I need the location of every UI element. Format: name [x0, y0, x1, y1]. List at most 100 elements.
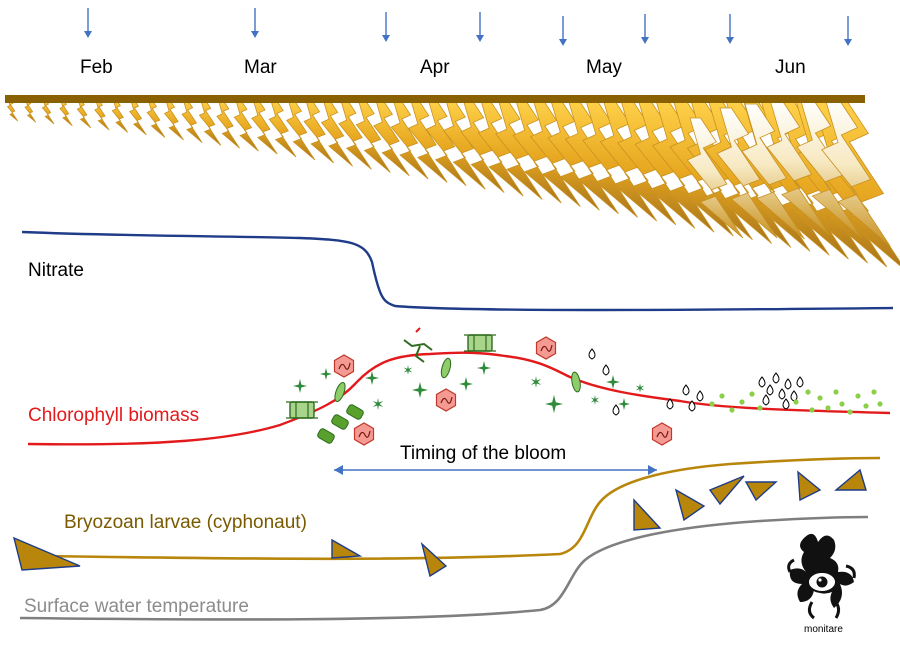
bryozoan-zooid: [320, 98, 353, 167]
picoplankton-dot: [871, 389, 877, 395]
bryozoan-zooid: [355, 98, 391, 173]
dinoflagellate-icon: [435, 388, 457, 412]
nitrate-curve: [21, 230, 894, 312]
surface-bar: [5, 95, 865, 103]
sample-arrow-icon: [726, 14, 734, 44]
coccolith-cell-icon: [784, 378, 792, 390]
cyphonaut-larva-icon: [12, 536, 81, 571]
plankton-star-icon: [372, 398, 384, 410]
nitrate-label: Nitrate: [28, 260, 84, 281]
coccolith-cell-icon: [782, 398, 790, 410]
bryozoan-label: Bryozoan larvae (cyphonaut): [64, 512, 307, 533]
bryozoan-zooid: [547, 98, 600, 211]
plankton-star-icon: [320, 368, 332, 380]
picoplankton-dot: [855, 393, 861, 399]
plankton-star-icon: [293, 379, 307, 393]
bryozoan-zooid: [460, 98, 505, 193]
cyphonaut-larva-icon: [420, 541, 448, 578]
picoplankton-dot: [833, 389, 839, 395]
bryozoan-zooid: [111, 98, 129, 133]
plankton-star-icon: [530, 376, 542, 388]
picoplankton-dot: [805, 389, 811, 395]
logo-text: monitare: [804, 624, 843, 635]
coccolith-cell-icon: [762, 394, 770, 406]
coccolith-cell-icon: [612, 404, 620, 416]
coccolith-cell-icon: [796, 376, 804, 388]
dinoflagellate-icon: [535, 336, 557, 360]
month-label: Jun: [775, 57, 806, 78]
bryozoan-zooid: [233, 98, 259, 152]
bryozoan-colony: [6, 97, 900, 268]
bryozoan-zooid: [41, 98, 55, 125]
bryozoan-zooid: [129, 98, 147, 136]
picoplankton-dot: [709, 401, 715, 407]
bryozoan-zooid: [338, 98, 372, 170]
sample-arrow-icon: [641, 14, 649, 44]
month-label: Mar: [244, 57, 277, 78]
dinoflagellate-icon: [651, 422, 673, 446]
bryozoan-zooid: [146, 98, 166, 138]
picoplankton-dot: [817, 395, 823, 401]
phytoplankton-cell-icon: [334, 382, 346, 402]
plankton-star-icon: [606, 375, 620, 389]
picoplankton-dot: [847, 409, 853, 415]
phytoplankton-cell-icon: [346, 404, 364, 420]
coccolith-cell-icon: [666, 398, 674, 410]
sample-arrow-icon: [559, 16, 567, 46]
diatom-icon: [464, 334, 496, 352]
phytoplankton-cell-icon: [331, 414, 349, 430]
chlorophyll-label: Chlorophyll biomass: [28, 405, 200, 426]
coccolith-cell-icon: [682, 384, 690, 396]
bryozoan-zooid: [390, 98, 429, 180]
bryozoan-zooid: [286, 98, 316, 161]
bryozoan-zooid: [766, 99, 830, 236]
picoplankton-dot: [825, 405, 831, 411]
cyphonaut-larva-icon: [674, 488, 706, 522]
bryozoan-zooid: [59, 98, 73, 127]
bryozoan-zooid: [529, 98, 581, 207]
diatom-icon: [403, 327, 433, 363]
bryozoan-zooid: [163, 98, 184, 141]
temperature-curve: [19, 515, 869, 621]
plankton-star-icon: [590, 395, 600, 405]
bryozoan-zooid: [303, 98, 335, 164]
cyphonaut-larva-icon: [744, 481, 778, 502]
bryozoan-zooid: [373, 98, 410, 177]
coccolith-cell-icon: [602, 364, 610, 376]
plankton-star-icon: [365, 371, 379, 385]
bryozoan-zooid: [251, 98, 278, 155]
bryozoan-zooid: [495, 98, 543, 200]
bryozoan-zooid: [94, 98, 110, 131]
bryozoan-zooid: [741, 103, 805, 240]
month-label: Feb: [80, 57, 113, 78]
plankton-star-icon: [412, 382, 428, 398]
cyphonaut-larva-icon: [331, 538, 363, 559]
plankton-star-icon: [403, 365, 413, 375]
monitare-logo-icon: [787, 533, 856, 620]
bryozoan-zooid: [268, 98, 297, 158]
dinoflagellate-icon: [353, 422, 375, 446]
picoplankton-dot: [863, 403, 869, 409]
picoplankton-dot: [809, 407, 815, 413]
bryozoan-zooid: [716, 107, 778, 239]
chlorophyll-curve: [27, 351, 891, 446]
bryozoan-zooid: [442, 98, 486, 190]
picoplankton-dot: [839, 401, 845, 407]
bloom-timing-label: Timing of the bloom: [400, 443, 567, 464]
picoplankton-dot: [729, 407, 735, 413]
sampling-arrows: [84, 8, 852, 46]
dinoflagellate-icon: [333, 354, 355, 378]
cyphonaut-larva-icon: [834, 468, 867, 491]
plankton-symbols: [286, 327, 883, 446]
bryozoan-zooid: [181, 98, 203, 143]
phytoplankton-cell-icon: [440, 357, 452, 379]
bryozoan-zooid: [686, 117, 744, 239]
coccolith-cell-icon: [758, 376, 766, 388]
picoplankton-dot: [877, 401, 883, 407]
diatom-icon: [286, 401, 318, 419]
sample-arrow-icon: [382, 12, 390, 42]
picoplankton-dot: [793, 399, 799, 405]
month-label: Apr: [420, 57, 450, 78]
coccolith-cell-icon: [772, 372, 780, 384]
